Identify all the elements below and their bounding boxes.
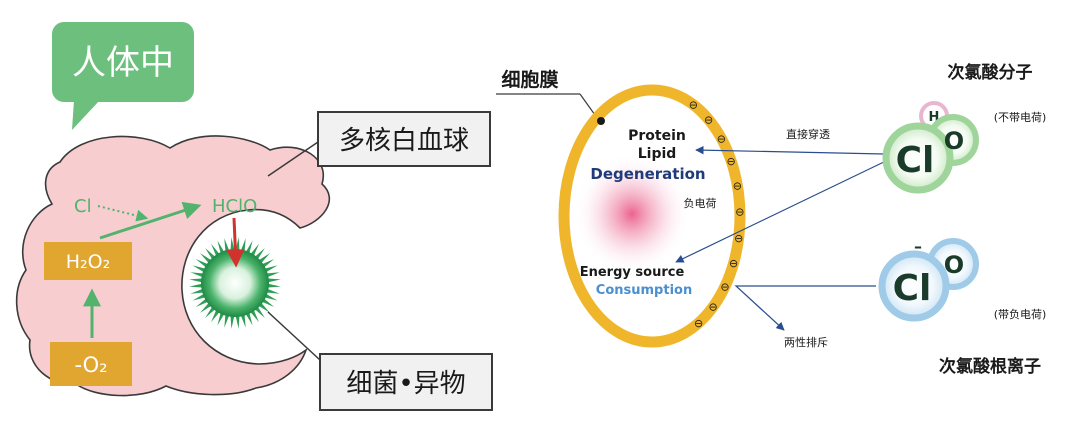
cl-dotted-arrow: [97, 205, 149, 222]
negative-charge-symbol: ⊖: [735, 206, 744, 219]
hypochlorite-ion-title: 次氯酸根离子: [939, 356, 1041, 377]
h2o2-label: H₂O₂: [66, 251, 110, 273]
negative-charge-symbol: ⊖: [694, 317, 703, 330]
white-blood-cell: [15, 135, 330, 397]
hclo-cl-atom: Cl: [896, 140, 935, 181]
repulsion-label: 两性排斥: [784, 335, 828, 349]
negative-charges: ⊖⊖⊖⊖⊖⊖⊖⊖⊖⊖⊖: [689, 99, 745, 330]
bacteria-connector-line: [267, 311, 321, 361]
hclo-to-bacteria-arrow: [226, 217, 245, 268]
hypochlorous-acid-molecule: H Cl O: [882, 101, 979, 194]
negative-charge-symbol: ⊖: [734, 232, 743, 245]
hclo-o-atom: O: [944, 127, 964, 155]
negative-charge-symbol: ⊖: [704, 114, 713, 127]
bacteria: [189, 237, 281, 329]
cl-label: Cl: [74, 196, 92, 217]
wbc-label: 多核白血球: [339, 126, 469, 156]
negative-charge-symbol: ⊖: [726, 155, 735, 168]
bacteria-label-box: 细菌•异物: [319, 353, 493, 411]
protein-label: Protein: [628, 128, 686, 144]
hclo-label: HClO: [212, 196, 257, 217]
penetration-arrow-lower: [675, 159, 889, 263]
energy-source-label: Energy source: [580, 265, 685, 280]
negative-charge-symbol: ⊖: [729, 257, 738, 270]
lipid-label: Lipid: [638, 146, 677, 162]
repulsion-arrow: [734, 285, 876, 331]
o2-label: -O₂: [74, 353, 107, 377]
negative-charge-symbol: ⊖: [733, 180, 742, 193]
negative-charge-symbol: ⊖: [689, 99, 698, 112]
hclo-h-atom: H: [929, 110, 940, 125]
speech-bubble: 人体中: [52, 22, 194, 130]
negative-charge-symbol: ⊖: [717, 132, 726, 145]
h2o2-to-hclo-arrow: [99, 201, 202, 240]
hypochlorite-ion: – Cl O: [878, 237, 979, 322]
degeneration-label: Degeneration: [590, 165, 705, 183]
consumption-label: Consumption: [596, 283, 692, 298]
negative-charge-label: 负电荷: [684, 196, 717, 210]
ion-o-atom: O: [944, 251, 964, 279]
bacteria-label: 细菌•异物: [346, 369, 465, 399]
direct-penetration-label: 直接穿透: [786, 127, 830, 141]
wbc-connector-line: [267, 141, 319, 177]
o2-box: -O₂: [50, 342, 132, 386]
penetration-arrow-upper: [695, 145, 885, 155]
negative-charge-symbol: ⊖: [708, 301, 717, 314]
hypochlorite-ion-note: (带负电荷): [994, 307, 1047, 321]
h2o2-box: H₂O₂: [44, 242, 132, 280]
speech-bubble-text: 人体中: [72, 43, 174, 83]
hypochlorous-acid-title: 次氯酸分子: [948, 62, 1033, 83]
hypochlorous-acid-note: (不带电荷): [994, 111, 1047, 124]
wbc-label-box: 多核白血球: [317, 111, 491, 167]
negative-charge-symbol: ⊖: [720, 281, 729, 294]
ion-minus-sign: –: [914, 237, 922, 256]
ion-cl-atom: Cl: [893, 268, 932, 309]
membrane-label: 细胞膜: [501, 68, 558, 91]
